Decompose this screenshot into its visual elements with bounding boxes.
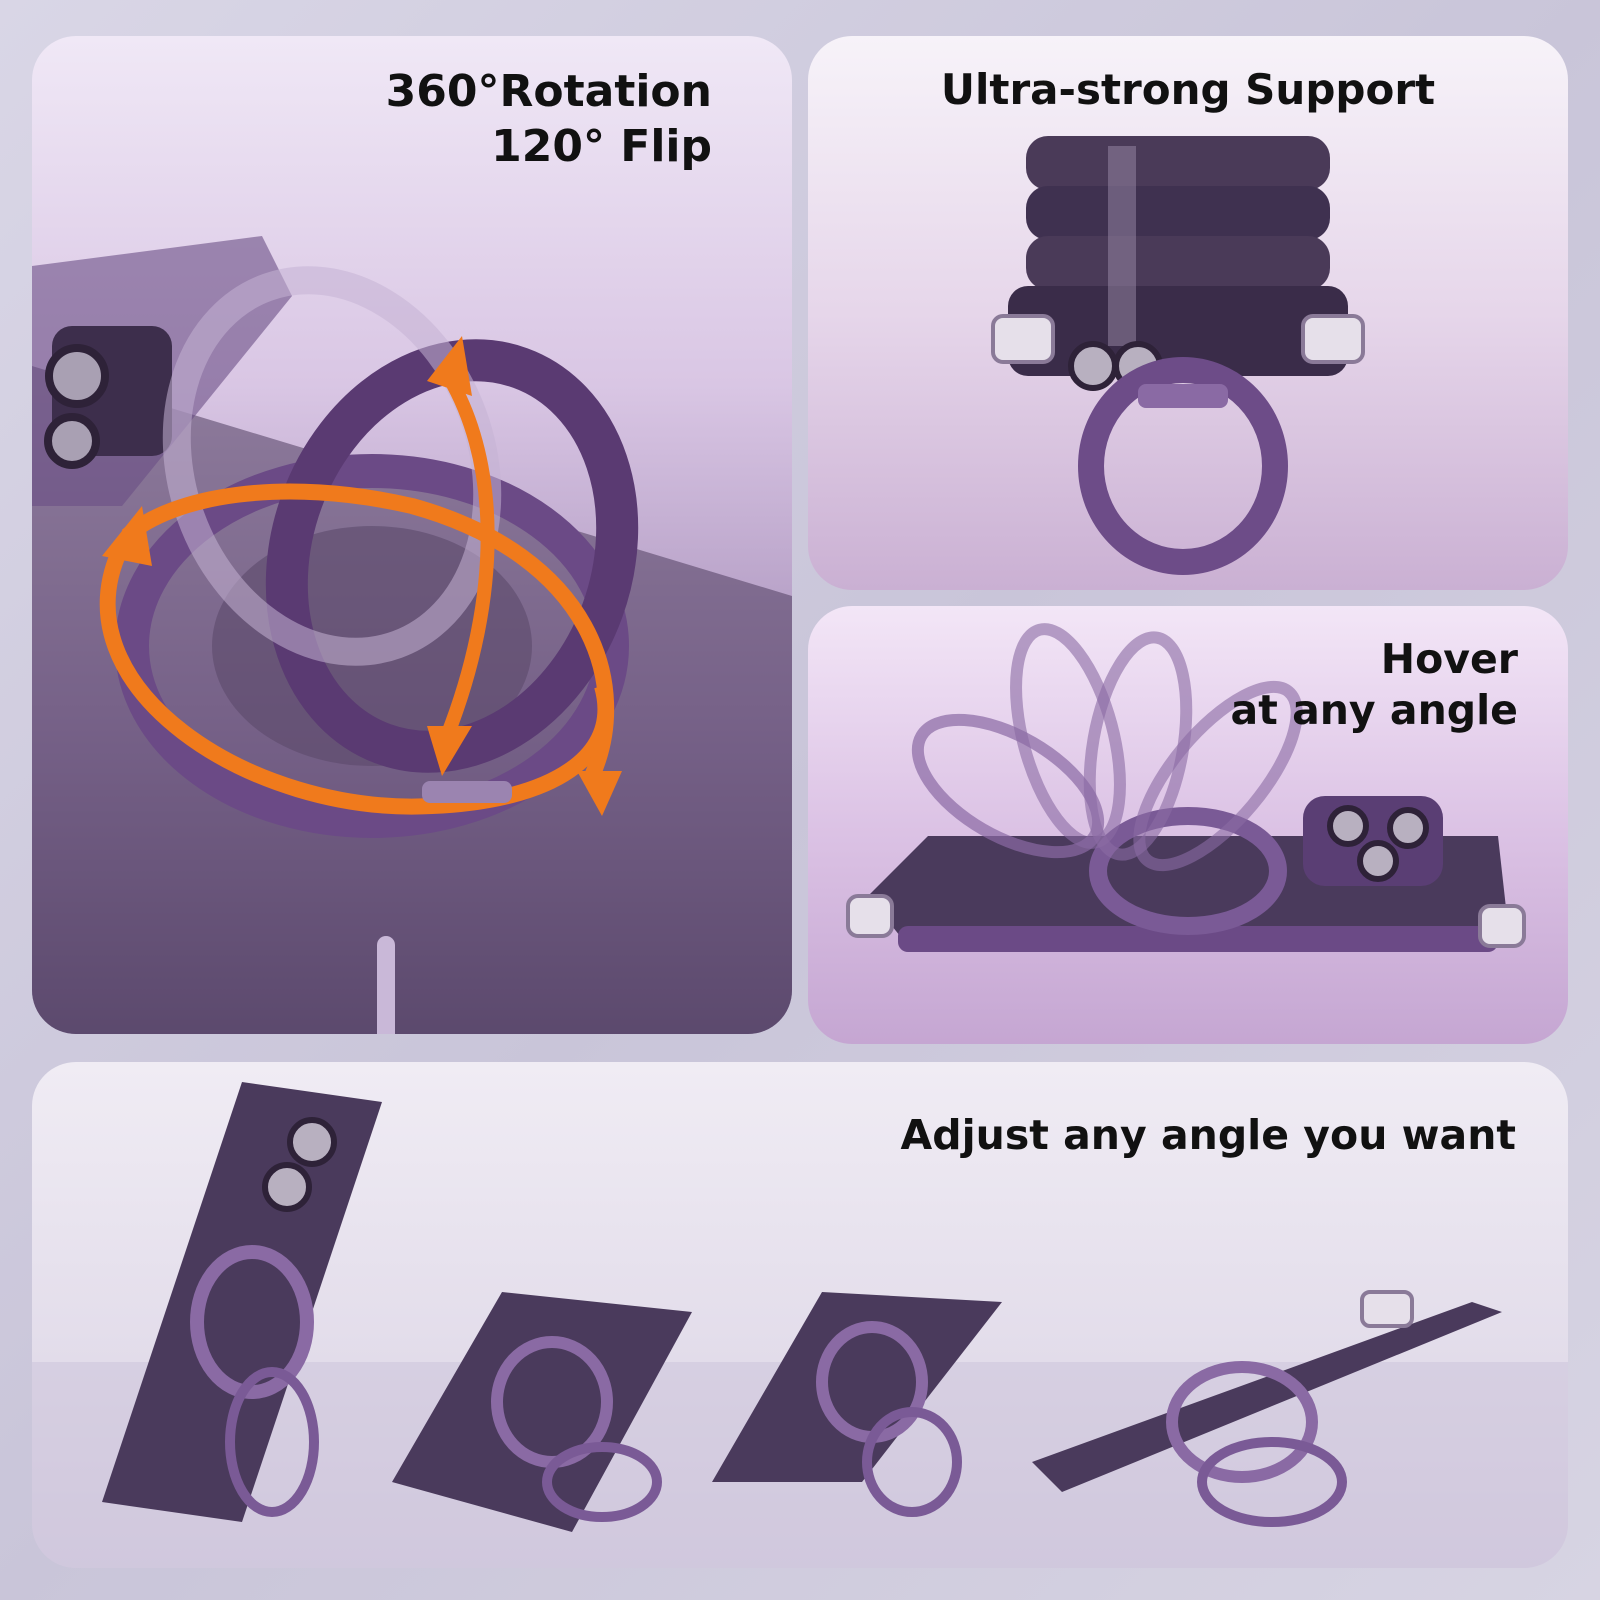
support-panel: Ultra-strong Support — [808, 36, 1568, 590]
angle-phones-illustration — [32, 1082, 1568, 1568]
hover-line-1: Hover — [1380, 635, 1518, 683]
ring-rotation-illustration — [32, 236, 792, 1034]
rotation-line-1: 360°Rotation — [385, 66, 712, 117]
adjust-headline: Adjust any angle you want — [900, 1111, 1516, 1159]
hover-rings-illustration — [846, 623, 1526, 952]
hover-panel: Hover at any angle — [808, 606, 1568, 1044]
stacked-phones-illustration — [991, 136, 1365, 575]
hover-line-2: at any angle — [1230, 686, 1518, 735]
adjust-panel: Adjust any angle you want — [32, 1062, 1568, 1568]
hover-headline: Hover at any angle — [1231, 634, 1518, 737]
rotation-headline: 360°Rotation 120° Flip — [386, 64, 712, 174]
rotation-panel: 360°Rotation 120° Flip — [32, 36, 792, 1034]
rotation-line-2: 120° Flip — [491, 121, 712, 172]
support-headline: Ultra-strong Support — [940, 65, 1436, 114]
